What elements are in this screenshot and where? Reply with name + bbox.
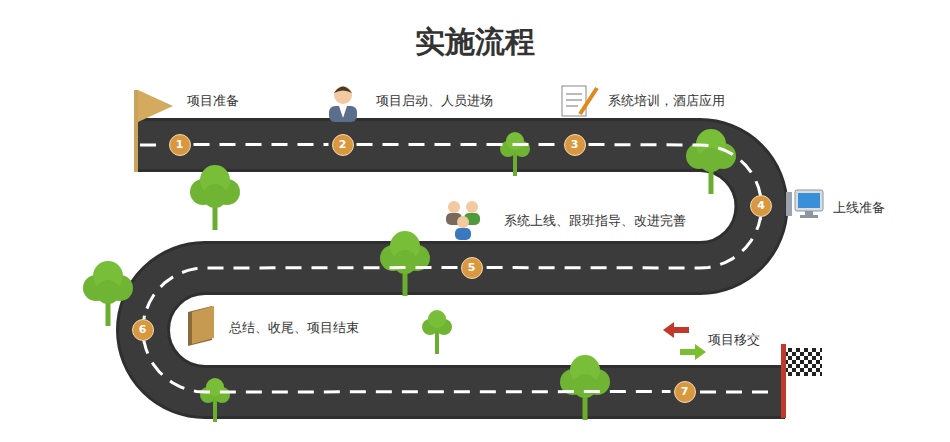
step-number: 6	[133, 320, 153, 340]
person-icon	[329, 86, 357, 122]
road-dashes	[140, 145, 778, 392]
step-circle: 1项目准备	[169, 134, 191, 156]
trees	[83, 129, 736, 422]
step-circle: 7项目移交	[674, 381, 696, 403]
road-dash-connector	[144, 268, 458, 320]
step-label: 系统培训，酒店应用	[608, 92, 725, 110]
step-label: 项目移交	[708, 331, 760, 349]
step-label: 项目准备	[187, 92, 239, 110]
document-icon	[562, 86, 597, 116]
step-label: 系统上线、跟班指导、改进完善	[504, 212, 686, 230]
step-number: 7	[675, 382, 695, 402]
book-icon	[188, 306, 214, 346]
road-dash-connector	[194, 143, 329, 146]
step-number: 3	[565, 135, 585, 155]
step-number: 4	[751, 196, 771, 216]
step-label: 项目启动、人员进场	[376, 92, 493, 110]
road	[135, 145, 785, 392]
step-circle: 2项目启动、人员进场	[332, 134, 354, 156]
road-dash-connector	[357, 143, 561, 146]
step-circle: 5系统上线、跟班指导、改进完善	[461, 257, 483, 279]
finish-flag	[781, 344, 822, 418]
diagram-title: 实施流程	[0, 22, 950, 63]
computer-icon	[786, 190, 823, 218]
step-circle: 6总结、收尾、项目结束	[132, 319, 154, 341]
transfer-arrows	[663, 322, 706, 360]
step-number: 1	[170, 135, 190, 155]
people-icon	[446, 201, 480, 240]
step-number: 5	[462, 258, 482, 278]
road-dash-connector	[144, 341, 671, 392]
road-dash-connector	[589, 145, 761, 196]
start-flag	[134, 90, 173, 172]
road-surface	[135, 145, 785, 392]
step-circle: 4上线准备	[750, 195, 772, 217]
step-label: 总结、收尾、项目结束	[229, 319, 359, 337]
step-circle: 3系统培训，酒店应用	[564, 134, 586, 156]
step-number: 2	[333, 135, 353, 155]
step-label: 上线准备	[833, 199, 885, 217]
